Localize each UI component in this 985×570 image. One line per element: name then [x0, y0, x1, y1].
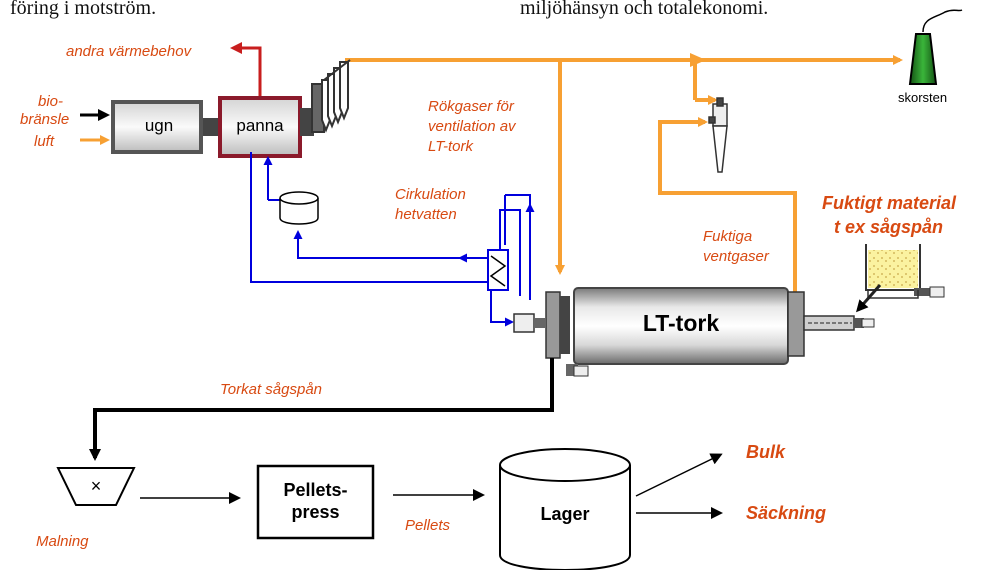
flue-gas-lines — [345, 55, 903, 292]
label-rokgaser-2: ventilation av — [428, 118, 516, 135]
hot-water-circuit — [250, 152, 535, 327]
label-pellets-press-2: press — [291, 502, 340, 522]
label-bransle: bränsle — [20, 111, 70, 128]
label-other-heat-demand: andra värmebehov — [66, 43, 192, 60]
heat-exchanger — [487, 249, 509, 291]
feed-hopper — [865, 244, 945, 299]
hot-water-return — [250, 152, 491, 283]
hot-water-heat-exchanger-loop — [499, 209, 521, 296]
pellet-press-box — [256, 464, 375, 540]
storage-silo — [499, 448, 631, 570]
label-fuktiga-2: ventgaser — [703, 248, 769, 265]
vent-cyclone — [708, 97, 728, 173]
chimney-stack — [908, 9, 963, 85]
label-pellets: Pellets — [405, 517, 451, 534]
label-skorsten: skorsten — [898, 90, 948, 105]
label-rokgaser-1: Rökgaser för — [428, 98, 514, 115]
label-bulk: Bulk — [746, 442, 786, 462]
moist-vent-gas-line — [658, 117, 797, 292]
label-bio: bio- — [38, 93, 64, 110]
mill-mark: × — [90, 476, 102, 496]
label-ugn: ugn — [144, 116, 174, 135]
label-rokgaser-3: LT-tork — [428, 138, 474, 155]
ugn-panna-connector — [198, 118, 224, 136]
label-torkat-sagspan: Torkat sågspån — [220, 381, 323, 398]
arrow-to-bulk — [635, 453, 723, 497]
label-pellets-press-1: Pellets- — [283, 480, 348, 500]
label-fuktigt-material-1: Fuktigt material — [822, 193, 957, 213]
label-lt-tork: LT-tork — [642, 310, 720, 336]
other-heat-demand-arrow — [230, 42, 262, 100]
label-malning: Malning — [36, 533, 89, 550]
header-right-caption: miljöhänsyn och totalekonomi. — [520, 0, 769, 19]
hot-water-to-expansion — [293, 230, 500, 259]
dried-sawdust-line — [89, 358, 554, 461]
ugn-box — [111, 100, 203, 154]
label-luft: luft — [34, 133, 55, 150]
lt-tork-dryer — [513, 287, 805, 377]
label-panna: panna — [236, 116, 284, 135]
mill-hopper — [56, 467, 136, 506]
main-line-mid-arrow — [690, 53, 706, 67]
header-left-caption: föring i motström. — [10, 0, 157, 19]
multicyclone — [311, 59, 351, 133]
label-cirkulation-1: Cirkulation — [395, 186, 466, 203]
feed-material-arrow — [856, 284, 882, 313]
panna-outlet — [300, 108, 314, 136]
expansion-tank — [279, 191, 319, 225]
label-sackning: Säckning — [746, 503, 827, 523]
label-lager: Lager — [540, 504, 590, 524]
label-fuktigt-material-2: t ex sågspån — [834, 217, 944, 237]
label-fuktiga-1: Fuktiga — [703, 228, 753, 245]
screw-feeder — [803, 315, 875, 331]
label-cirkulation-2: hetvatten — [395, 206, 457, 223]
